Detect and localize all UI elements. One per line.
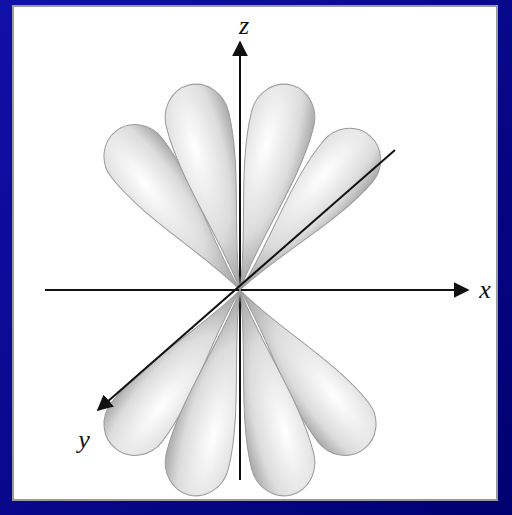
axis-label: x — [479, 277, 491, 303]
orbital-lobe — [158, 282, 271, 502]
x-axis — [45, 289, 468, 291]
y-axis — [98, 150, 395, 410]
orbital-lobe — [209, 77, 322, 297]
z-axis — [239, 42, 241, 480]
axis-label: z — [239, 13, 249, 39]
axis-label: y — [78, 427, 90, 453]
